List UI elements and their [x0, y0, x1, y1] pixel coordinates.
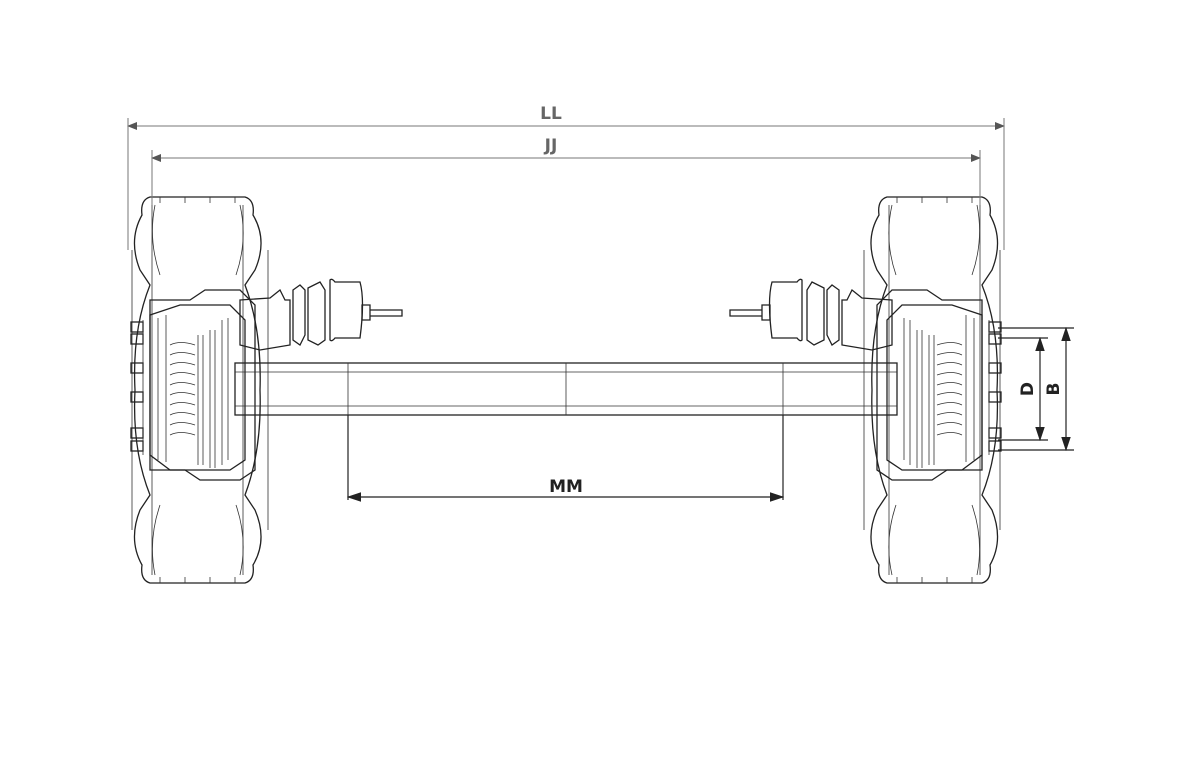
dimension-ll: LL	[127, 104, 1005, 250]
dimension-b: B	[998, 326, 1074, 452]
left-wheel-assembly	[130, 196, 403, 584]
right-wheel-assembly	[729, 196, 1002, 584]
axle-beam	[234, 362, 898, 416]
dimension-label-ll: LL	[540, 104, 562, 124]
dimension-label-mm: MM	[549, 477, 583, 497]
dimension-d: D	[998, 336, 1048, 442]
dimension-label-b: B	[1044, 383, 1064, 396]
dimension-label-d: D	[1018, 382, 1038, 396]
dimension-jj: JJ	[151, 136, 981, 205]
dimension-mm: MM	[346, 415, 785, 502]
dimension-label-jj: JJ	[544, 136, 558, 156]
